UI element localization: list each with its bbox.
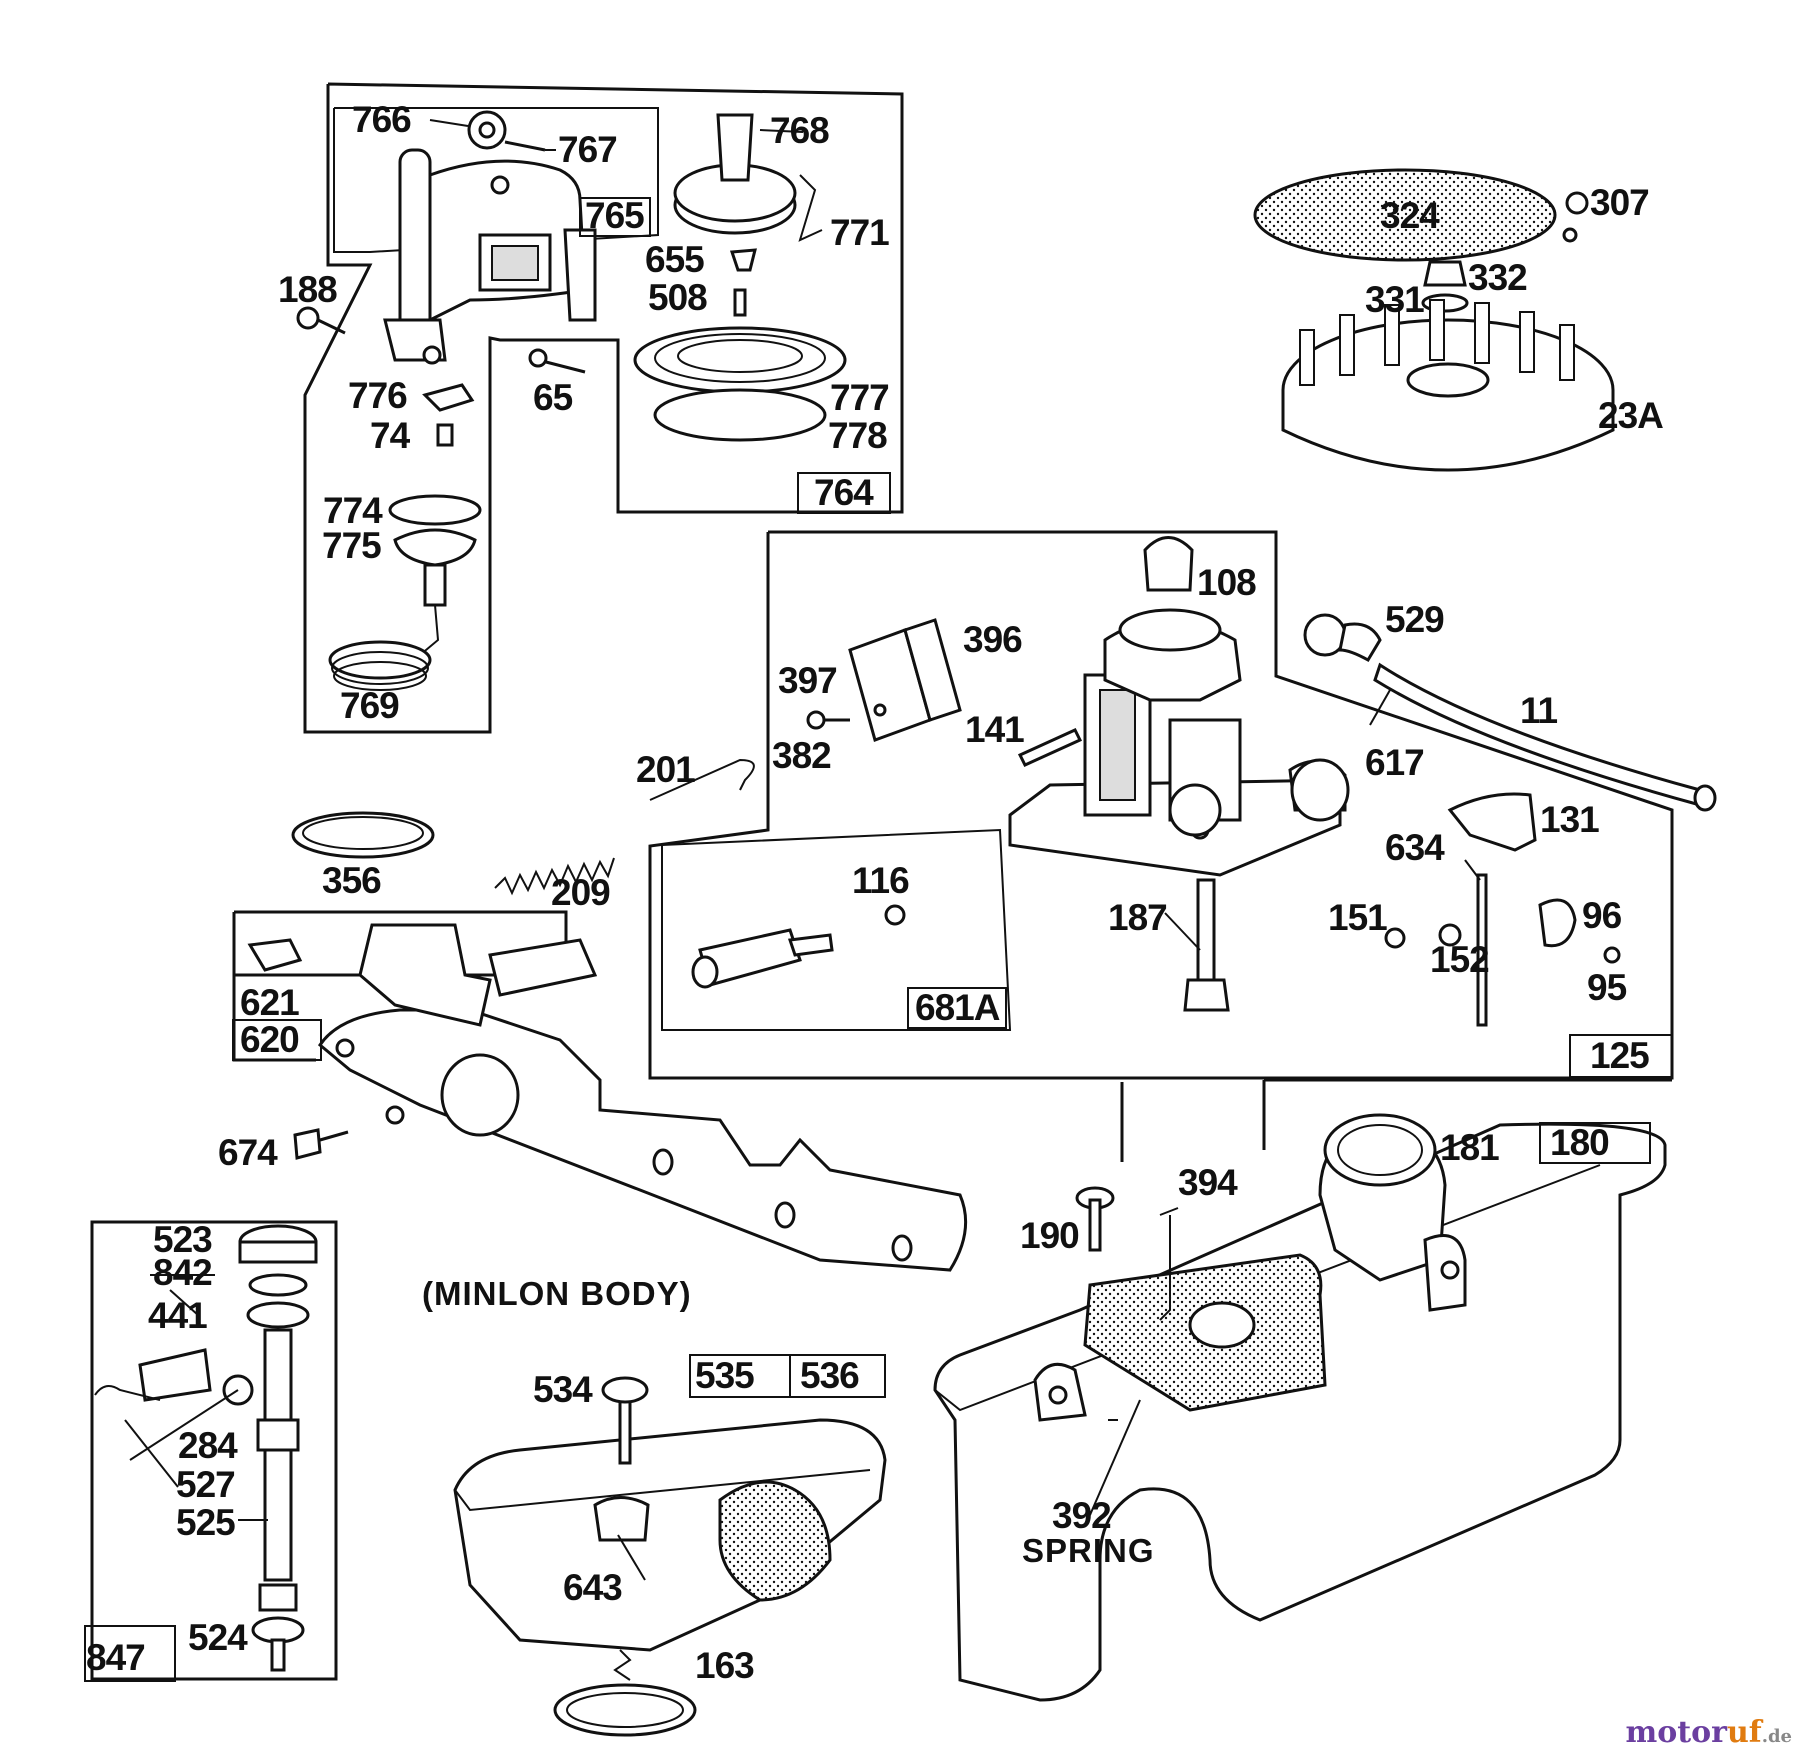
label-529: 529 (1385, 599, 1444, 640)
label-11: 11 (1520, 690, 1558, 731)
label-spring: SPRING (1022, 1532, 1155, 1569)
bolt-187 (1183, 878, 1230, 1012)
choke-bracket-396 (848, 618, 962, 742)
label-847: 847 (86, 1637, 145, 1678)
label-776: 776 (348, 375, 407, 416)
label-382: 382 (772, 735, 831, 776)
label-655: 655 (645, 239, 704, 280)
label-674: 674 (218, 1132, 278, 1173)
label-643: 643 (563, 1567, 622, 1608)
label-535: 535 (695, 1355, 754, 1396)
label-356: 356 (322, 860, 381, 901)
label-65: 65 (533, 377, 573, 418)
fuel-pipe-group-outline (90, 1220, 338, 1681)
throttle-lever-131 (1384, 792, 1621, 1027)
flywheel-23A (1253, 168, 1615, 472)
label-284: 284 (178, 1425, 238, 1466)
o-ring-356 (291, 811, 435, 859)
label-634: 634 (1385, 827, 1445, 868)
label-152: 152 (1430, 939, 1489, 980)
label-74: 74 (370, 415, 411, 456)
small-parts-starter (296, 248, 757, 447)
label-621: 621 (240, 982, 299, 1023)
label-190: 190 (1020, 1215, 1079, 1256)
label-108: 108 (1197, 562, 1256, 603)
watermark: motoruf.de (1626, 1715, 1792, 1750)
label-525: 525 (176, 1502, 235, 1543)
label-766: 766 (352, 99, 411, 140)
label-151: 151 (1328, 897, 1387, 938)
small-carb-parts (649, 613, 1717, 812)
label-617: 617 (1365, 742, 1424, 783)
label-392: 392 (1052, 1495, 1111, 1536)
label-209: 209 (551, 872, 610, 913)
label-620: 620 (240, 1019, 299, 1060)
ratchet-768 (673, 113, 823, 242)
label-23A: 23A (1598, 395, 1663, 436)
label-187: 187 (1108, 897, 1167, 938)
minlon-body-caption: (MINLON BODY) (422, 1275, 692, 1312)
label-331: 331 (1365, 279, 1424, 320)
label-141: 141 (965, 709, 1024, 750)
label-508: 508 (648, 277, 707, 318)
leader-lines (124, 119, 1481, 1581)
label-778: 778 (828, 415, 887, 456)
label-775: 775 (322, 525, 381, 566)
label-534: 534 (533, 1369, 593, 1410)
watermark-tld: .de (1761, 1726, 1792, 1747)
label-180: 180 (1550, 1122, 1609, 1163)
label-96: 96 (1582, 895, 1622, 936)
label-842: 842 (153, 1252, 212, 1293)
label-527: 527 (176, 1464, 235, 1505)
spring-777 (633, 326, 847, 442)
label-769: 769 (340, 685, 399, 726)
label-396: 396 (963, 619, 1022, 660)
label-523: 523 (153, 1219, 212, 1260)
label-324: 324 (1380, 195, 1440, 236)
label-764: 764 (814, 472, 874, 513)
label-771: 771 (830, 212, 889, 253)
label-307: 307 (1590, 182, 1649, 223)
fuel-pipe-525 (94, 1224, 318, 1672)
label-394: 394 (1178, 1162, 1238, 1203)
needle-valve-116 (691, 904, 906, 989)
spring-209 (494, 857, 615, 896)
label-188: 188 (278, 269, 337, 310)
label-777: 777 (830, 377, 889, 418)
label-681A: 681A (915, 987, 1000, 1028)
label-536: 536 (800, 1355, 859, 1396)
air-cleaner-536 (453, 1376, 887, 1737)
label-116: 116 (852, 860, 909, 901)
label-774: 774 (323, 490, 383, 531)
label-768: 768 (770, 110, 829, 151)
handle-774 (328, 494, 482, 691)
label-201: 201 (636, 749, 695, 790)
label-441: 441 (148, 1295, 207, 1336)
label-767: 767 (558, 129, 617, 170)
starter-housing (383, 148, 597, 365)
label-524: 524 (188, 1617, 248, 1658)
label-765: 765 (585, 195, 644, 236)
label-397: 397 (778, 660, 837, 701)
watermark-brand-b: uf (1726, 1715, 1762, 1750)
label-163: 163 (695, 1645, 754, 1686)
label-332: 332 (1468, 257, 1527, 298)
watermark-brand-a: motor (1625, 1715, 1727, 1750)
tank-group-outline (1120, 1078, 1672, 1162)
label-131: 131 (1540, 799, 1599, 840)
gasket-394 (1083, 1207, 1327, 1412)
governor-panel-620 (247, 923, 968, 1272)
carburetor-body (1008, 536, 1350, 877)
label-95: 95 (1587, 967, 1627, 1008)
screw-190 (1075, 1186, 1115, 1252)
label-181: 181 (1440, 1127, 1499, 1168)
label-125: 125 (1590, 1035, 1649, 1076)
fuel-tank-180 (933, 1113, 1667, 1702)
part-labels: 766 767 768 765 771 655 508 188 776 74 6… (84, 99, 1673, 1686)
pulley-767 (467, 110, 546, 152)
